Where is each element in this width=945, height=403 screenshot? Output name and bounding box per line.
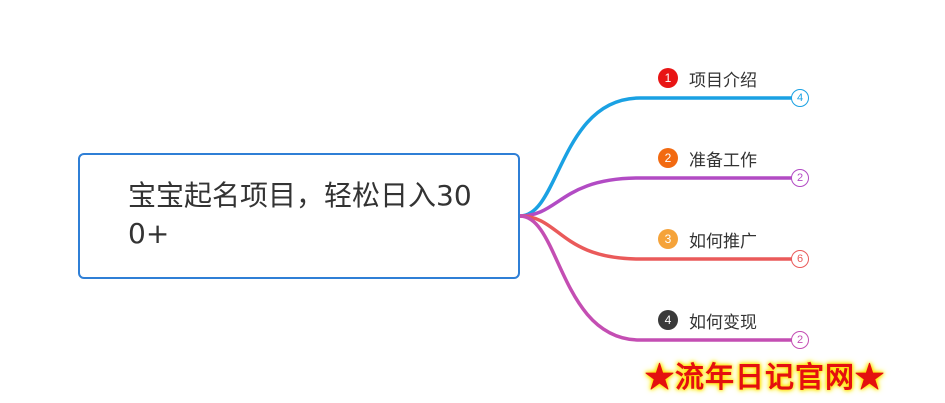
branch-label: 项目介绍: [689, 70, 757, 91]
branch-topic-2[interactable]: 2 准备工作: [658, 147, 757, 171]
priority-4-icon: 4: [658, 310, 678, 330]
branch-label: 如何推广: [689, 231, 757, 252]
collapse-count-badge[interactable]: 4: [791, 89, 809, 107]
branch-label: 准备工作: [689, 150, 757, 171]
connector-2: [519, 176, 792, 218]
priority-1-icon: 1: [658, 68, 678, 88]
priority-2-icon: 2: [658, 148, 678, 168]
connector-3: [519, 214, 792, 261]
root-topic-label: 宝宝起名项目，轻松日入300+: [128, 179, 472, 250]
collapse-count-badge[interactable]: 2: [791, 331, 809, 349]
collapse-count-badge[interactable]: 6: [791, 250, 809, 268]
branch-label: 如何变现: [689, 312, 757, 333]
root-topic[interactable]: 宝宝起名项目，轻松日入300+: [78, 153, 520, 279]
branch-topic-1[interactable]: 1 项目介绍: [658, 67, 757, 91]
watermark-text: ★流年日记官网★: [645, 360, 886, 394]
connector-1: [519, 96, 792, 218]
branch-topic-4[interactable]: 4 如何变现: [658, 309, 757, 333]
branch-topic-3[interactable]: 3 如何推广: [658, 228, 757, 252]
connector-4: [519, 214, 792, 342]
collapse-count-badge[interactable]: 2: [791, 169, 809, 187]
priority-3-icon: 3: [658, 229, 678, 249]
